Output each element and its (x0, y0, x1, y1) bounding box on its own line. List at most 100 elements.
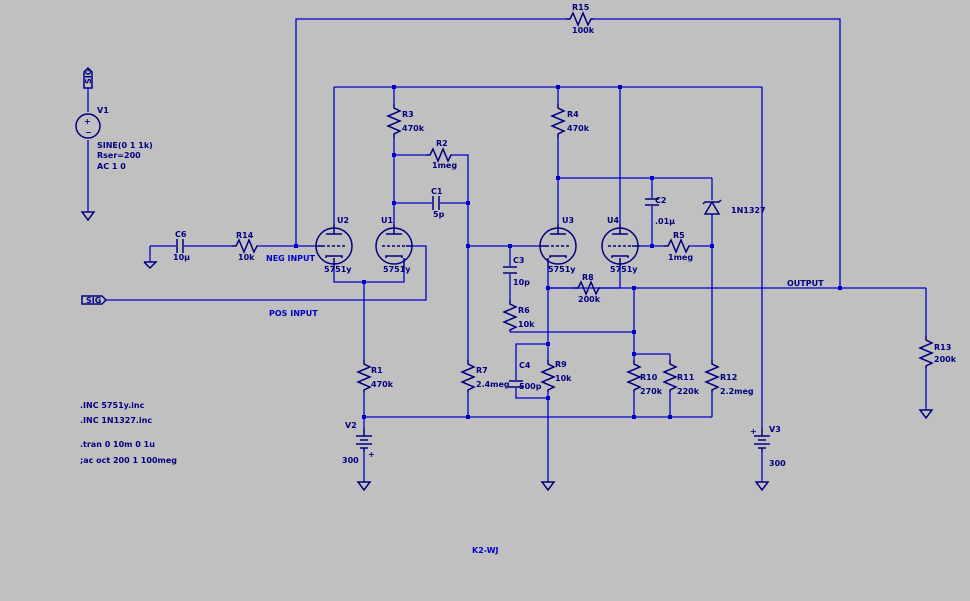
tube-u3[interactable]: U3 5751y (539, 216, 577, 274)
c3-value: 10p (513, 278, 530, 287)
r3-name: R3 (402, 110, 414, 119)
u3-name: U3 (562, 216, 574, 225)
wires (87, 18, 927, 482)
capacitor-c1[interactable]: C1 5p (431, 187, 445, 219)
directive-inc-tube[interactable]: .INC 5751y.inc (80, 401, 145, 410)
resistor-r13[interactable]: R13 200k (918, 336, 957, 368)
r5-value: 1meg (668, 253, 693, 262)
resistor-r11[interactable]: R11 220k (662, 360, 700, 396)
ground-icon (918, 409, 934, 420)
r7-value: 2.4meg (476, 380, 510, 389)
v1-param-2: Rser=200 (97, 151, 141, 160)
c6-name: C6 (175, 230, 187, 239)
resistor-r1[interactable]: R1 470k (356, 360, 394, 392)
resistor-r12[interactable]: R12 2.2meg (704, 360, 754, 396)
r1-value: 470k (371, 380, 394, 389)
capacitor-c2[interactable]: C2 .01µ (645, 196, 675, 226)
r2-name: R2 (436, 139, 448, 148)
resistor-r2[interactable]: R2 1meg (426, 139, 457, 170)
resistor-r3[interactable]: R3 470k (386, 104, 425, 138)
directive-ac[interactable]: ;ac oct 200 1 100meg (80, 456, 177, 465)
resistor-r8[interactable]: R8 200k (574, 273, 601, 304)
r15-name: R15 (572, 3, 590, 12)
battery-v2[interactable]: + V2 300 (342, 421, 375, 465)
r6-name: R6 (518, 306, 530, 315)
neg-input-label: NEG INPUT (266, 254, 316, 263)
ground-icon (80, 211, 96, 222)
v1-name: V1 (97, 106, 109, 115)
r7-name: R7 (476, 366, 488, 375)
r8-value: 200k (578, 295, 601, 304)
u4-name: U4 (607, 216, 619, 225)
resistor-r14[interactable]: R14 10k (232, 231, 258, 262)
output-label: OUTPUT (787, 279, 824, 288)
resistor-r4[interactable]: R4 470k (550, 104, 590, 138)
r11-name: R11 (677, 373, 695, 382)
r12-value: 2.2meg (720, 387, 754, 396)
capacitor-c4[interactable]: C4 500p (509, 361, 542, 391)
v2-value: 300 (342, 456, 359, 465)
sig-flag-vertical[interactable]: SIG (83, 66, 93, 89)
r4-name: R4 (567, 110, 579, 119)
pos-input-label: POS INPUT (269, 309, 318, 318)
r11-value: 220k (677, 387, 700, 396)
sig-flag-label: SIG (84, 69, 93, 84)
u1-name: U1 (381, 216, 393, 225)
u2-value: 5751y (324, 265, 352, 274)
c4-value: 500p (519, 382, 542, 391)
ground-icon (143, 261, 158, 270)
r8-name: R8 (582, 273, 594, 282)
v2-name: V2 (345, 421, 357, 430)
r14-name: R14 (236, 231, 254, 240)
battery-v3[interactable]: + V3 300 (750, 425, 786, 468)
ground-icon (356, 481, 372, 492)
directive-inc-diode[interactable]: .INC 1N1327.inc (80, 416, 152, 425)
r6-value: 10k (518, 320, 535, 329)
v3-plus-sign: + (750, 427, 757, 436)
diode-name: 1N1327 (731, 206, 766, 215)
resistor-r7[interactable]: R7 2.4meg (460, 360, 510, 392)
resistor-r9[interactable]: R9 10k (540, 360, 572, 392)
tube-u4[interactable]: U4 5751y (601, 216, 640, 274)
r5-name: R5 (673, 231, 685, 240)
sig-port-label: SIG (86, 296, 101, 305)
r4-value: 470k (567, 124, 590, 133)
c1-name: C1 (431, 187, 443, 196)
capacitor-c6[interactable]: C6 10µ (173, 230, 190, 262)
tube-u2[interactable]: U2 5751y (315, 216, 353, 274)
v1-minus-sign: − (85, 128, 92, 137)
r13-name: R13 (934, 343, 951, 352)
v1-param-1: SINE(0 1 1k) (97, 141, 153, 150)
zener-diode[interactable]: 1N1327 (702, 199, 766, 215)
r10-name: R10 (640, 373, 658, 382)
r1-name: R1 (371, 366, 383, 375)
c6-value: 10µ (173, 253, 190, 262)
resistor-r10[interactable]: R10 270k (626, 360, 663, 396)
resistor-r6[interactable]: R6 10k (502, 300, 535, 332)
c3-name: C3 (513, 256, 524, 265)
v1-param-3: AC 1 0 (97, 162, 126, 171)
r3-value: 470k (402, 124, 425, 133)
resistor-r5[interactable]: R5 1meg (664, 231, 693, 262)
v3-value: 300 (769, 459, 786, 468)
c1-value: 5p (433, 210, 445, 219)
directive-tran[interactable]: .tran 0 10m 0 1u (80, 440, 155, 449)
r9-value: 10k (555, 374, 572, 383)
r10-value: 270k (640, 387, 663, 396)
r9-name: R9 (555, 360, 567, 369)
tube-u1[interactable]: U1 5751y (375, 216, 413, 274)
u2-name: U2 (337, 216, 349, 225)
c4-name: C4 (519, 361, 531, 370)
voltage-source-v1[interactable]: + − V1 SINE(0 1 1k) Rser=200 AC 1 0 (75, 106, 153, 171)
sig-port[interactable]: SIG (81, 295, 108, 305)
r2-value: 1meg (432, 161, 457, 170)
resistor-r15[interactable]: R15 100k (566, 3, 595, 35)
r13-value: 200k (934, 355, 957, 364)
v3-name: V3 (769, 425, 781, 434)
c2-name: C2 (655, 196, 666, 205)
ground-icon (540, 481, 556, 492)
u4-value: 5751y (610, 265, 638, 274)
capacitor-c3[interactable]: C3 10p (503, 256, 530, 287)
c2-value: .01µ (655, 217, 675, 226)
